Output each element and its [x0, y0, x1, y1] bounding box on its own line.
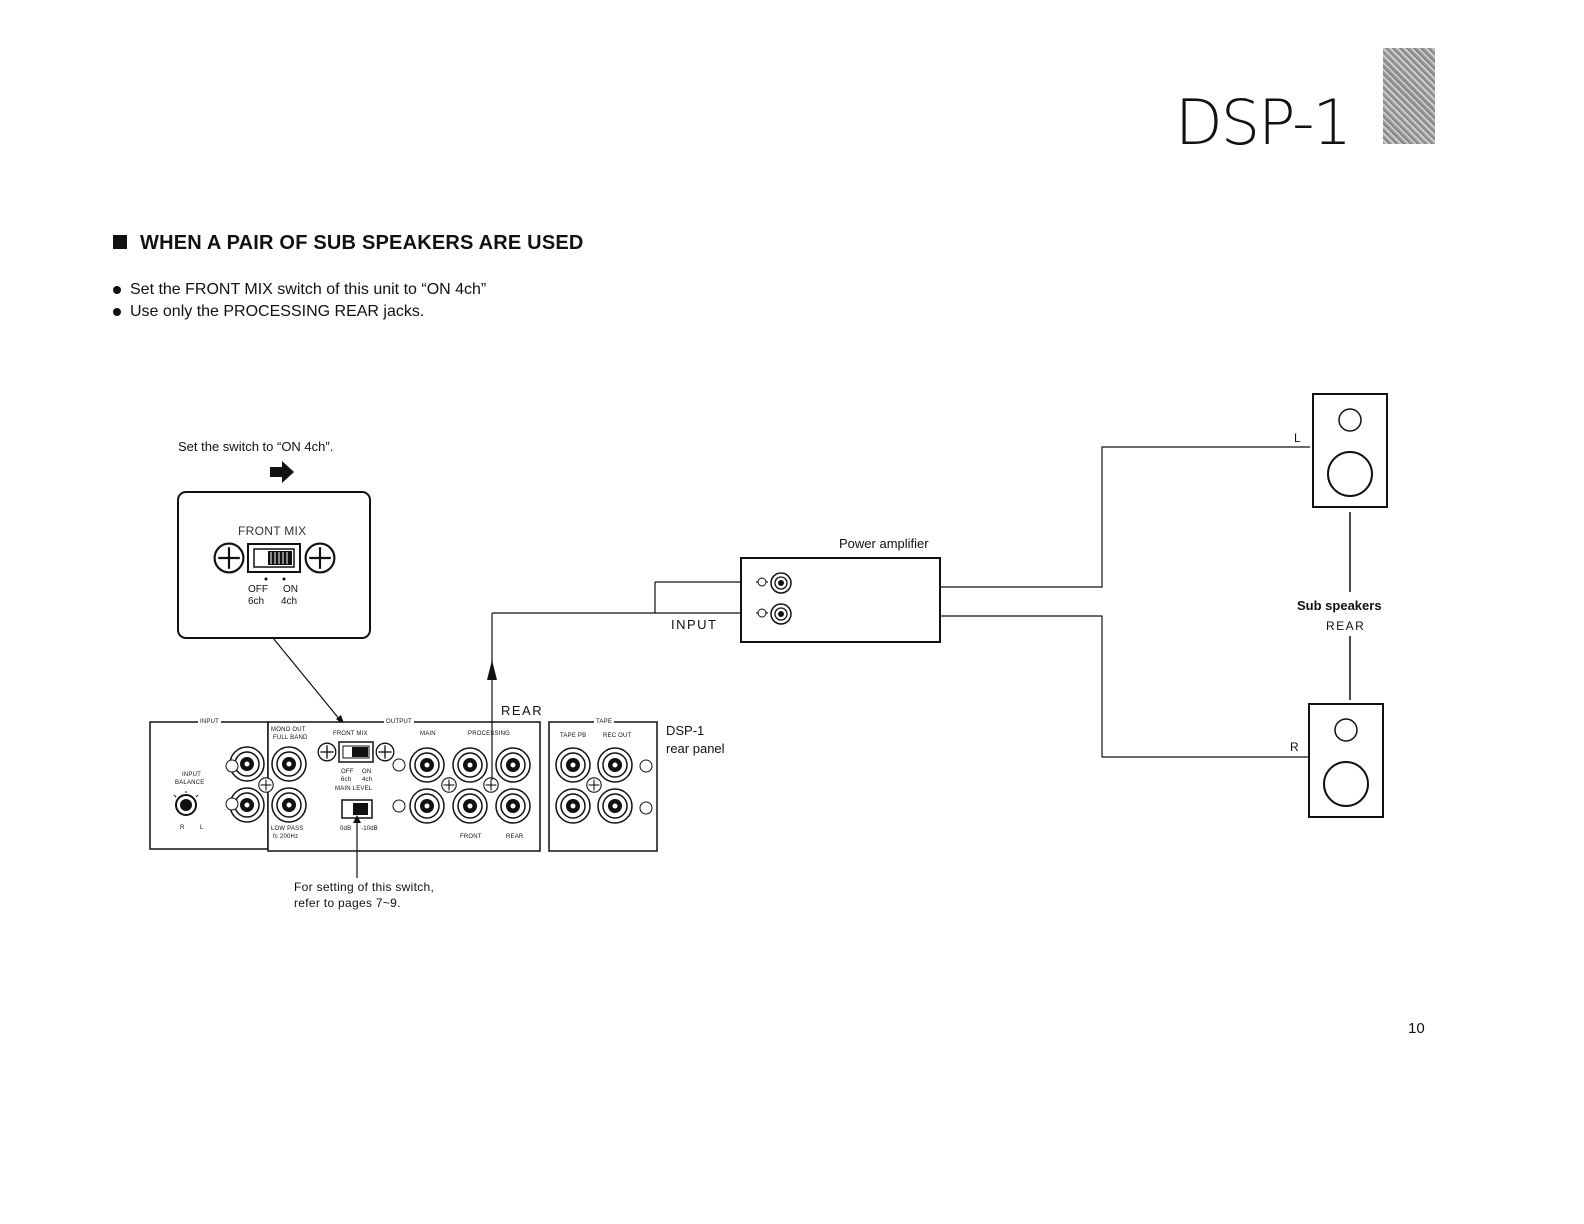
instruction-list: Set the FRONT MIX switch of this unit to…: [113, 279, 486, 323]
power-amplifier-label: Power amplifier: [839, 536, 929, 551]
panel-front: FRONT: [460, 834, 482, 840]
panel-on-sub: 4ch: [362, 777, 373, 783]
panel-front-mix: FRONT MIX: [333, 731, 368, 737]
panel-input-section: [149, 721, 269, 850]
panel-caption-sub: rear panel: [666, 741, 725, 756]
inset-off-sub: 6ch: [248, 596, 265, 607]
panel-tape-section: [548, 721, 658, 852]
panel-db-0: 0dB: [340, 826, 352, 832]
logo-texture-block: [1383, 48, 1435, 144]
panel-rec-out: REC OUT: [603, 733, 632, 739]
panel-main: MAIN: [420, 731, 436, 737]
page-number: 10: [1408, 1020, 1425, 1037]
panel-rear: REAR: [506, 834, 524, 840]
dsp1-logo: DSP-1: [1175, 86, 1352, 159]
panel-tape-pb: TAPE PB: [560, 733, 587, 739]
panel-main-level: MAIN LEVEL: [335, 786, 373, 792]
sub-speakers-label: Sub speakers: [1297, 598, 1382, 613]
panel-db-10: -10dB: [361, 826, 379, 832]
speaker-l-icon: [1312, 393, 1388, 508]
panel-on: ON: [362, 769, 372, 775]
note-line-1: For setting of this switch,: [294, 880, 435, 894]
inset-screw-left-icon: [213, 542, 245, 574]
inset-screw-right-icon: [304, 542, 336, 574]
inset-on-sub: 4ch: [281, 596, 298, 607]
sub-speakers-rear-label: REAR: [1326, 619, 1366, 633]
panel-input-balance-2: BALANCE: [175, 780, 205, 786]
note-line-2: refer to pages 7~9.: [294, 896, 401, 910]
panel-off-sub: 6ch: [341, 777, 352, 783]
panel-tape-label: TAPE: [594, 719, 615, 725]
rear-label: REAR: [501, 703, 544, 718]
panel-off: OFF: [341, 769, 354, 775]
panel-processing: PROCESSING: [468, 731, 511, 737]
panel-low-pass: LOW PASS: [271, 826, 304, 832]
section-heading: WHEN A PAIR OF SUB SPEAKERS ARE USED: [113, 232, 584, 255]
panel-fc: fc 200Hz: [273, 834, 299, 840]
list-item: Use only the PROCESSING REAR jacks.: [113, 301, 486, 323]
inset-off: OFF: [248, 584, 268, 595]
input-balance-knob-icon: [173, 791, 199, 816]
switch-callout: Set the switch to “ON 4ch”.: [178, 439, 334, 454]
inset-on: ON: [283, 584, 298, 595]
section-heading-text: WHEN A PAIR OF SUB SPEAKERS ARE USED: [140, 232, 584, 254]
input-label: INPUT: [671, 617, 718, 632]
speaker-r-label: R: [1290, 740, 1299, 754]
speaker-l-label: L: [1294, 431, 1301, 445]
inset-title: FRONT MIX: [238, 524, 307, 538]
panel-full-band: FULL BAND: [273, 735, 308, 741]
right-arrow-icon: [270, 461, 294, 483]
list-item: Set the FRONT MIX switch of this unit to…: [113, 279, 486, 301]
panel-bal-r: R: [180, 825, 185, 831]
panel-output-section: [267, 721, 541, 852]
square-bullet-icon: [113, 235, 127, 249]
panel-caption-title: DSP-1: [666, 723, 705, 738]
speaker-r-icon: [1308, 703, 1384, 818]
panel-output-label: OUTPUT: [384, 719, 414, 725]
panel-input-label: INPUT: [198, 719, 221, 725]
panel-mono-out: MONO OUT: [271, 727, 306, 733]
panel-input-balance-1: INPUT: [182, 772, 201, 778]
panel-bal-l: L: [200, 825, 204, 831]
power-amplifier-box: [740, 557, 941, 643]
